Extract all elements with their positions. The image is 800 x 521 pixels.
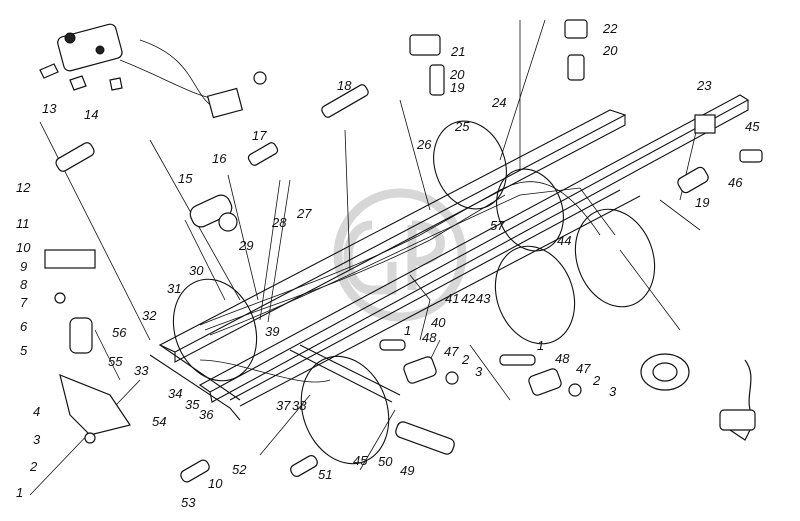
callout-27: 27 <box>296 206 312 221</box>
callout-14: 14 <box>84 107 98 122</box>
callout-43: 43 <box>476 291 491 306</box>
callout-33: 33 <box>134 363 149 378</box>
callout-8: 8 <box>20 277 28 292</box>
callout-39: 39 <box>265 324 279 339</box>
callout-4: 4 <box>33 404 40 419</box>
callout-35: 35 <box>185 397 200 412</box>
callout-41: 41 <box>445 291 459 306</box>
callout-13: 13 <box>42 101 57 116</box>
callout-28: 28 <box>271 215 287 230</box>
callout-3c: 3 <box>609 384 617 399</box>
callout-44: 44 <box>557 233 571 248</box>
callout-18: 18 <box>337 78 352 93</box>
callout-1c: 1 <box>537 338 544 353</box>
callout-47b: 47 <box>576 361 591 376</box>
callout-16: 16 <box>212 151 227 166</box>
callout-56: 56 <box>112 325 127 340</box>
callout-26: 26 <box>416 137 432 152</box>
callout-17: 17 <box>252 128 267 143</box>
callout-3b: 3 <box>475 364 483 379</box>
callout-49: 49 <box>400 463 414 478</box>
callout-19b: 19 <box>695 195 709 210</box>
callout-6: 6 <box>20 319 28 334</box>
callout-11: 11 <box>16 216 30 231</box>
callout-55: 55 <box>108 354 123 369</box>
valve-manifold-part <box>39 23 267 119</box>
callout-2: 2 <box>29 459 38 474</box>
callout-48a: 48 <box>422 330 437 345</box>
callout-2c: 2 <box>592 373 601 388</box>
brake-lines <box>119 39 616 383</box>
callout-1b: 1 <box>404 323 411 338</box>
callout-labels: 1 2 3 4 5 6 7 8 9 10 11 12 13 14 15 16 1… <box>16 21 760 510</box>
callout-20b: 20 <box>602 43 618 58</box>
callout-57: 57 <box>490 218 505 233</box>
callout-38: 38 <box>292 398 307 413</box>
callout-22: 22 <box>602 21 618 36</box>
callout-23: 23 <box>696 78 712 93</box>
callout-15: 15 <box>178 171 193 186</box>
callout-20a: 20 <box>449 67 465 82</box>
callout-9: 9 <box>20 259 27 274</box>
callout-37: 37 <box>276 398 291 413</box>
callout-36: 36 <box>199 407 214 422</box>
callout-54: 54 <box>152 414 166 429</box>
callout-19a: 19 <box>450 80 464 95</box>
callout-45b: 45 <box>353 453 368 468</box>
callout-21: 21 <box>450 44 465 59</box>
fittings <box>44 19 763 483</box>
callout-29: 29 <box>238 238 253 253</box>
callout-3: 3 <box>33 432 41 447</box>
callout-51: 51 <box>318 467 332 482</box>
wheels <box>172 120 656 465</box>
callout-12: 12 <box>16 180 31 195</box>
callout-46: 46 <box>728 175 743 190</box>
callout-47a: 47 <box>444 344 459 359</box>
callout-45a: 45 <box>745 119 760 134</box>
callout-7: 7 <box>20 295 28 310</box>
callout-40: 40 <box>431 315 446 330</box>
callout-34: 34 <box>168 386 182 401</box>
callout-53: 53 <box>181 495 196 510</box>
callout-31: 31 <box>167 281 181 296</box>
watermark-logo <box>333 188 467 322</box>
callout-42: 42 <box>461 291 476 306</box>
callout-1: 1 <box>16 485 23 500</box>
callout-5: 5 <box>20 343 28 358</box>
callout-10: 10 <box>16 240 31 255</box>
callout-30: 30 <box>189 263 204 278</box>
callout-2b: 2 <box>461 352 470 367</box>
callout-48b: 48 <box>555 351 570 366</box>
callout-10b: 10 <box>208 476 223 491</box>
callout-32: 32 <box>142 308 157 323</box>
callout-50: 50 <box>378 454 393 469</box>
callout-25: 25 <box>454 119 470 134</box>
callout-24: 24 <box>491 95 506 110</box>
callout-52: 52 <box>232 462 247 477</box>
